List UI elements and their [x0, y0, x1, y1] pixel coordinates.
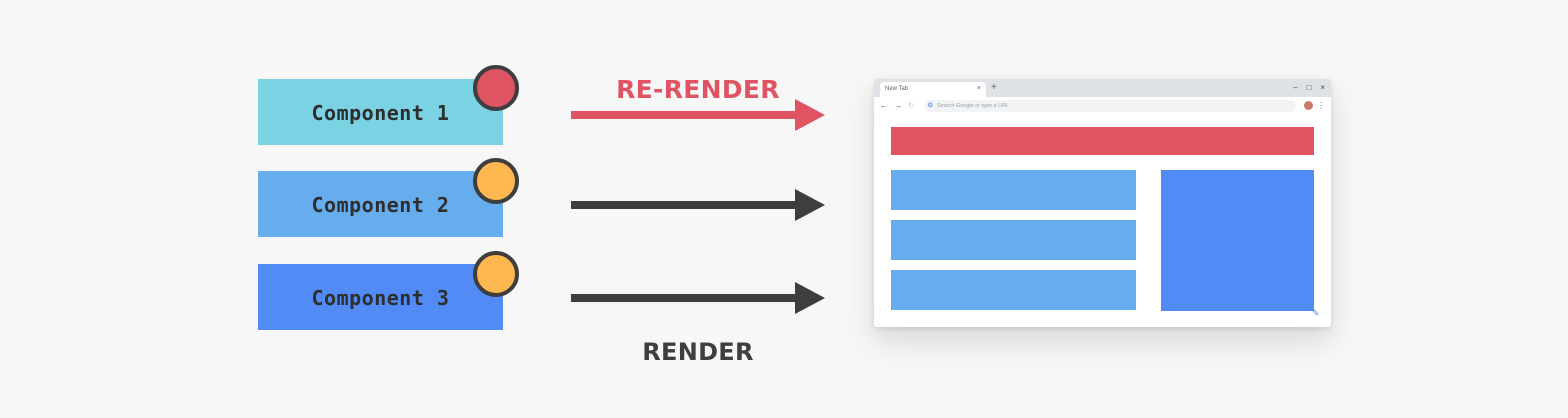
browser-tab-title: New Tab	[885, 86, 909, 92]
minimize-icon[interactable]: –	[1293, 83, 1298, 92]
render-arrow-3-shaft	[571, 294, 797, 302]
component-1-rerender-dot	[473, 65, 519, 111]
render-label: RENDER	[642, 338, 754, 366]
component-3-box: Component 3	[258, 264, 503, 330]
render-arrow-2-head	[795, 189, 825, 221]
component-1-box: Component 1	[258, 79, 503, 145]
menu-icon[interactable]: ⋮	[1317, 101, 1325, 110]
component-3-render-dot	[473, 251, 519, 297]
close-icon[interactable]: ×	[1320, 83, 1325, 92]
tab-close-icon[interactable]: ×	[976, 85, 981, 92]
maximize-icon[interactable]: □	[1306, 83, 1312, 92]
back-arrow-icon[interactable]: ←	[880, 101, 888, 110]
page-rerendered-header-block	[891, 127, 1314, 155]
render-arrow-2-shaft	[571, 201, 797, 209]
rerender-label: RE-RENDER	[616, 75, 780, 104]
render-arrow-3	[571, 282, 825, 314]
component-2-render-dot	[473, 158, 519, 204]
browser-tab-bar: New Tab × + – □ ×	[874, 79, 1331, 97]
component-3-label: Component 3	[311, 286, 450, 310]
component-1-label: Component 1	[311, 101, 450, 125]
component-2-label: Component 2	[311, 193, 450, 217]
render-arrow-2	[571, 189, 825, 221]
google-icon: G	[928, 103, 933, 109]
browser-tab[interactable]: New Tab ×	[880, 82, 986, 97]
new-tab-icon[interactable]: +	[991, 82, 997, 93]
component-2-box: Component 2	[258, 171, 503, 237]
edit-pencil-icon[interactable]: ✎	[1312, 308, 1320, 318]
rerender-arrow-shaft	[571, 111, 797, 119]
page-content-block-2	[891, 220, 1136, 260]
page-content-block-1	[891, 170, 1136, 210]
avatar[interactable]	[1304, 101, 1313, 110]
nav-icons: ← → ↻	[880, 100, 915, 111]
page-content-block-3	[891, 270, 1136, 310]
forward-arrow-icon[interactable]: →	[894, 101, 902, 110]
browser-toolbar: ← → ↻ G Search Google or type a URL ⋮	[874, 97, 1331, 115]
rerender-arrow-head	[795, 99, 825, 131]
omnibox[interactable]: G Search Google or type a URL	[924, 100, 1296, 112]
reload-icon[interactable]: ↻	[908, 101, 915, 110]
render-arrow-3-head	[795, 282, 825, 314]
window-controls: – □ ×	[1293, 82, 1325, 93]
omnibox-placeholder: Search Google or type a URL	[937, 103, 1010, 109]
page-side-panel-block	[1161, 170, 1314, 311]
browser-window: New Tab × + – □ × ← → ↻ G Search Google …	[874, 79, 1331, 327]
rerender-arrow	[571, 99, 825, 131]
